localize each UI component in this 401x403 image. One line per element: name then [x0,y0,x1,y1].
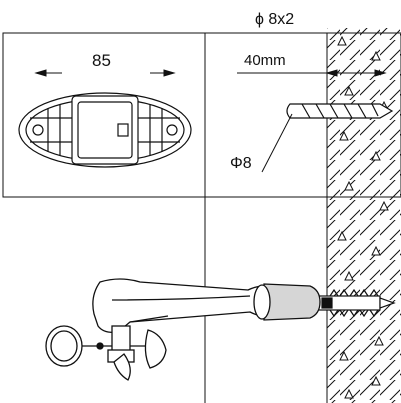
drill-spec-label: ϕ 8x2 [255,11,294,28]
hole-dia-leader [261,113,293,173]
width-dimension [34,69,176,77]
depth-dimension-label: 40mm [244,52,286,69]
wall-section [327,28,401,403]
wall-anchor [317,288,396,318]
mounting-bracket-top-view [18,92,192,168]
width-dimension-label: 85 [92,51,111,70]
drill-bit [286,103,394,119]
hole-diameter-label: Φ8 [230,155,252,172]
depth-dimension [237,69,387,77]
anemometer-cups [45,325,167,381]
anemometer-arm [92,278,321,334]
